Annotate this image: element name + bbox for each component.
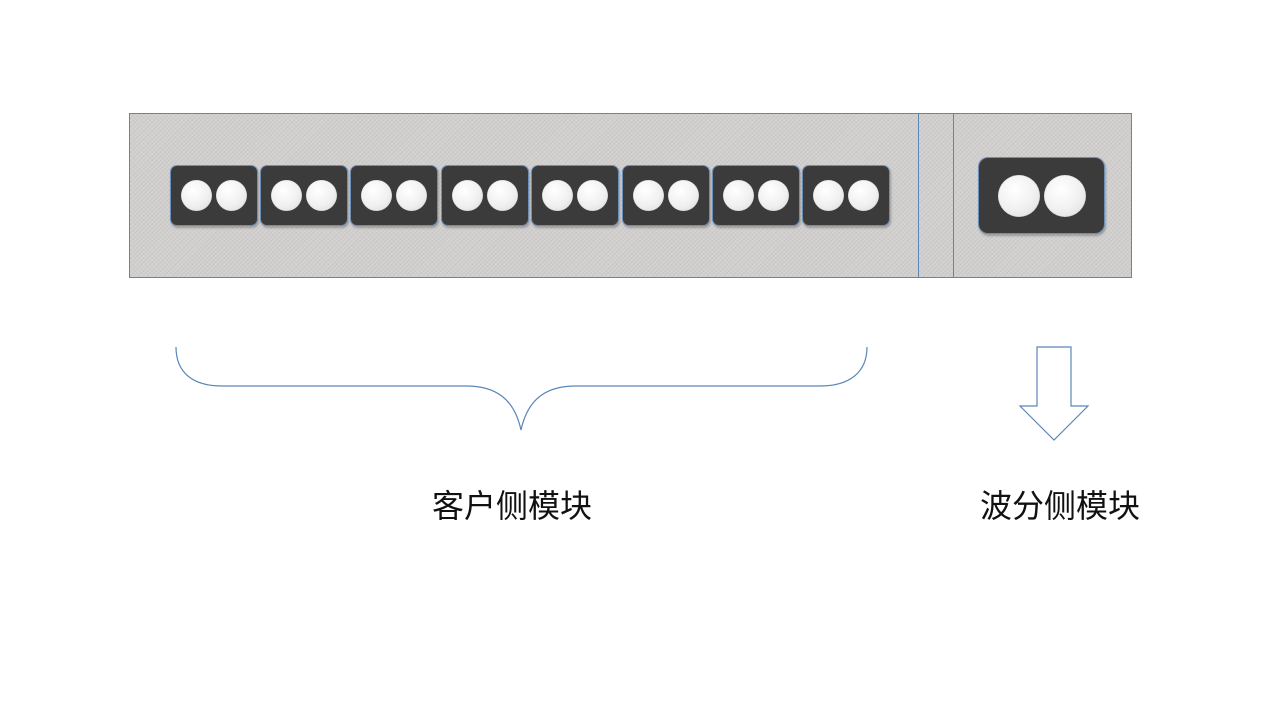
fiber-connector-icon	[487, 180, 518, 211]
fiber-connector-icon	[181, 180, 212, 211]
client-port-8	[802, 165, 890, 226]
line-side-label: 波分侧模块	[980, 487, 1141, 525]
chassis-divider-left	[918, 113, 919, 278]
fiber-connector-icon	[396, 180, 427, 211]
client-port-7	[712, 165, 800, 226]
fiber-connector-icon	[758, 180, 789, 211]
fiber-connector-icon	[1043, 174, 1086, 217]
fiber-connector-icon	[848, 180, 879, 211]
fiber-connector-icon	[668, 180, 699, 211]
fiber-connector-icon	[216, 180, 247, 211]
client-port-4	[441, 165, 529, 226]
line-port	[978, 157, 1105, 234]
fiber-connector-icon	[813, 180, 844, 211]
fiber-connector-icon	[452, 180, 483, 211]
client-port-2	[260, 165, 348, 226]
fiber-connector-icon	[577, 180, 608, 211]
fiber-connector-icon	[997, 174, 1040, 217]
client-port-6	[622, 165, 710, 226]
fiber-connector-icon	[723, 180, 754, 211]
client-port-3	[350, 165, 438, 226]
fiber-connector-icon	[633, 180, 664, 211]
client-side-label: 客户侧模块	[432, 487, 593, 525]
chassis-divider-right	[953, 113, 954, 278]
fiber-connector-icon	[361, 180, 392, 211]
fiber-connector-icon	[542, 180, 573, 211]
down-arrow-icon	[1018, 346, 1090, 441]
curly-brace-icon	[175, 346, 868, 431]
client-port-1	[170, 165, 258, 226]
fiber-connector-icon	[271, 180, 302, 211]
client-port-5	[531, 165, 619, 226]
fiber-connector-icon	[306, 180, 337, 211]
